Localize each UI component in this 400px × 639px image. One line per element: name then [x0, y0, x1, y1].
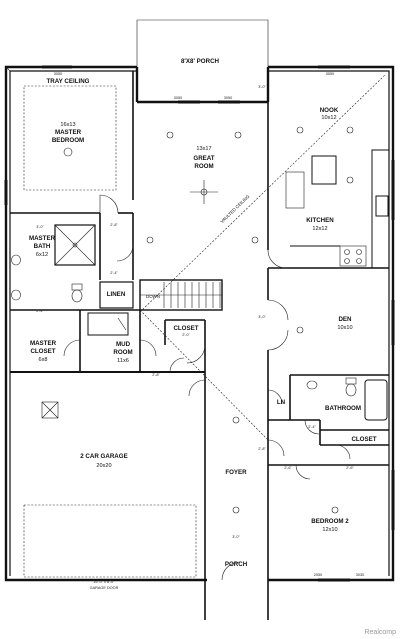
door-dim: 3'-0" — [36, 225, 44, 229]
door-dim: 2'-8" — [152, 373, 160, 377]
door-dim: 2'-4" — [110, 271, 118, 275]
door-dim: 2'-8" — [110, 223, 118, 227]
door-dim: 2'-8" — [258, 447, 266, 451]
mud-room-name-1: MUD — [116, 341, 131, 348]
master-closet-dims: 6x8 — [38, 357, 47, 363]
master-closet-name-2: CLOSET — [30, 348, 55, 355]
nook-name: NOOK — [320, 107, 339, 114]
den-name: DEN — [338, 316, 352, 323]
garage-door-size: 16'-0" x 8'-0" — [93, 580, 115, 584]
window-label: 3050 — [174, 96, 182, 100]
watermark: Realcomp — [364, 629, 396, 636]
door-dim: 3'-0" — [258, 85, 266, 89]
door-dim: 2'-0" — [182, 333, 190, 337]
door-dim: 3'-0" — [232, 535, 240, 539]
bedroom2-name: BEDROOM 2 — [311, 518, 349, 525]
great-room-name-2: ROOM — [194, 163, 213, 170]
garage-door-label: GARAGE DOOR — [90, 586, 119, 590]
porch-top: 8'X8' PORCH — [136, 19, 269, 67]
master-closet-name-1: MASTER — [30, 340, 57, 347]
kitchen-name: KITCHEN — [306, 217, 334, 224]
master-bedroom-dims: 16x13 — [60, 122, 75, 128]
ln-label: LN — [277, 399, 286, 406]
mud-room-dims: 11x6 — [117, 358, 129, 364]
porch-bottom-label: PORCH — [225, 561, 248, 568]
window-label: 3050 — [54, 72, 62, 76]
master-bedroom-name-2: BEDROOM — [52, 137, 84, 144]
bathroom-label: BATHROOM — [325, 405, 361, 412]
window-label: 3050 — [326, 72, 334, 76]
windows — [4, 65, 395, 582]
door-dim: 2'-6" — [284, 466, 292, 470]
ceiling-lines — [5, 66, 386, 441]
great-room-fixtures — [63, 126, 354, 514]
master-bath-dims: 6x12 — [36, 252, 48, 258]
master-bedroom-name-1: MASTER — [55, 129, 82, 136]
stairs-down-label: DOWN — [146, 294, 160, 299]
porch-top-label: 8'X8' PORCH — [181, 58, 220, 65]
closet-right-label: CLOSET — [351, 436, 376, 443]
door-dim: 2'-4" — [308, 425, 316, 429]
master-bath-name-2: BATH — [34, 243, 51, 250]
bath-fixtures — [11, 224, 357, 397]
linen-label: LINEN — [107, 291, 126, 298]
doors — [63, 194, 351, 581]
door-dim: 2'-4" — [36, 309, 44, 313]
master-bath-name-1: MASTER — [29, 235, 56, 242]
stairs: DOWN — [140, 282, 222, 308]
window-label: 3050 — [224, 96, 232, 100]
great-room-dims: 13x17 — [196, 146, 211, 152]
great-room-name-1: GREAT — [193, 155, 214, 162]
interior-walls — [10, 71, 389, 620]
door-dim: 2'-6" — [346, 466, 354, 470]
den-dims: 10x10 — [337, 325, 352, 331]
nook-dims: 10x12 — [321, 115, 336, 121]
mud-room-name-2: ROOM — [113, 349, 132, 356]
garage-dims: 20x20 — [96, 463, 111, 469]
kitchen-fixtures — [285, 149, 390, 269]
door-dim: 3'-0" — [258, 315, 266, 319]
garage-name: 2 CAR GARAGE — [80, 453, 127, 460]
closet-mid-label: CLOSET — [173, 325, 198, 332]
window-label: 2050 — [314, 573, 322, 577]
tray-ceiling-label: TRAY CEILING — [47, 78, 90, 85]
foyer-label: FOYER — [225, 469, 247, 476]
window-label: 3030 — [356, 573, 364, 577]
garage-fixtures — [23, 401, 197, 578]
bedroom2-dims: 12x10 — [322, 527, 337, 533]
dimension-notes: 3050 3050 3050 3050 2050 3030 3'-0" 2'-8… — [36, 72, 364, 577]
kitchen-dims: 12x12 — [312, 226, 327, 232]
